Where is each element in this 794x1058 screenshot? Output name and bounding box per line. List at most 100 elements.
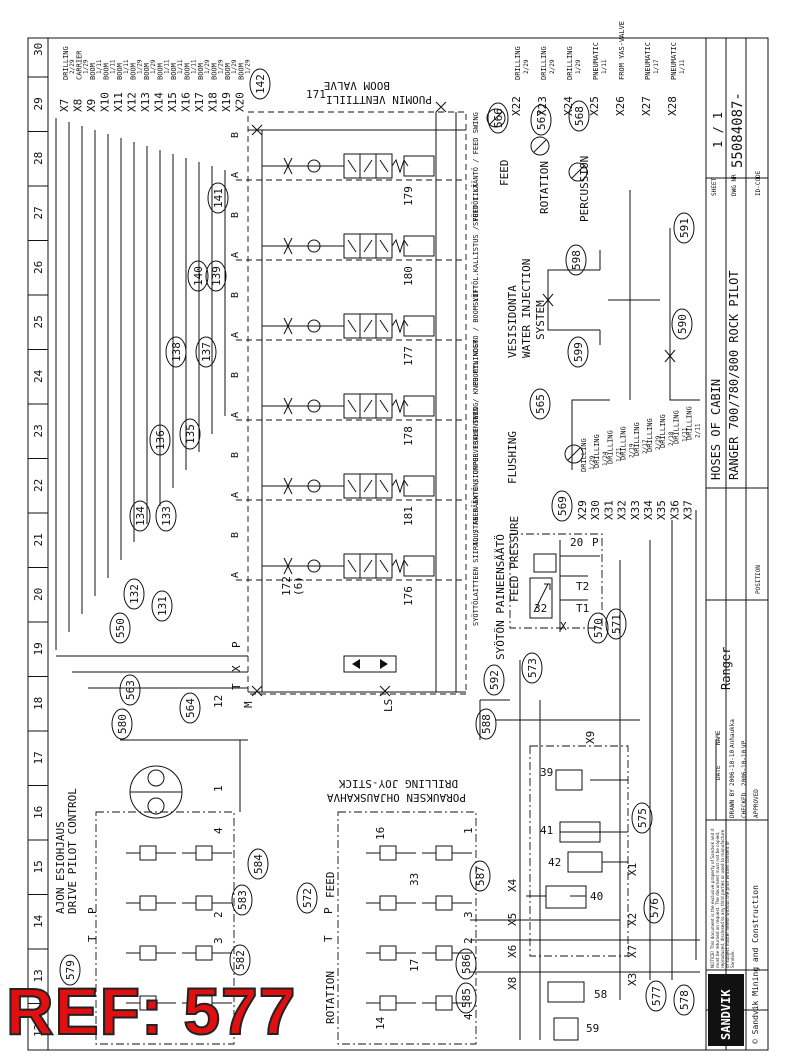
ref-bubble-576 (643, 892, 665, 924)
grid-col-21: 21 (32, 533, 45, 546)
port-p: P (230, 641, 243, 648)
connector-x24: X24 (562, 96, 575, 116)
connector-ref: 1/29 (137, 59, 144, 74)
feed-pressure-fi: SYÖTÖN PAINEENSÄÄTÖ (494, 534, 507, 660)
valve-spool (347, 314, 389, 338)
port-x5: X5 (506, 913, 519, 926)
reference-overlay: REF: 577 (5, 974, 297, 1048)
title-block: SANDVIK © Sandvik Mining and Constructio… (705, 37, 769, 1051)
drive-pilot-frame (95, 811, 235, 1045)
ref-bubble-141 (207, 182, 229, 214)
ref-6: (6) (292, 576, 305, 596)
ref-bubble-140 (187, 260, 209, 292)
porauksen-title: PORAUKSEN OHJAUSKAHVA (327, 791, 466, 804)
valve-spool (347, 394, 389, 418)
ref-39: 39 (540, 766, 553, 779)
spring-icon (391, 478, 409, 494)
connector-ref: 1/24 (602, 451, 609, 466)
valve-59 (553, 1017, 579, 1041)
spring-icon (391, 158, 409, 174)
pressure-gauge-icon (568, 162, 588, 182)
connector-type: DRILLING (672, 410, 680, 444)
connector-x32: X32 (616, 500, 629, 520)
connector-ref: 2/29 (523, 59, 530, 74)
port-t: T (322, 935, 335, 942)
pneumatic-lines (547, 190, 700, 401)
connector-x17: X17 (193, 92, 206, 112)
ref-bubble-590 (671, 308, 693, 340)
port-ls: LS (382, 699, 395, 712)
dwg-value: 55084087- (730, 92, 746, 168)
plug-marker (251, 685, 263, 697)
grid-col-13: 13 (32, 969, 45, 982)
ref-bubble-580 (111, 708, 133, 740)
connector-x14: X14 (153, 92, 166, 112)
pilot-valve (379, 845, 397, 861)
port-a: A (230, 412, 241, 418)
ref-585: 585 (460, 988, 473, 1008)
port-x4: X4 (506, 878, 519, 892)
spring-icon (391, 238, 409, 254)
grid-col-26: 26 (32, 261, 45, 274)
ref-580: 580 (116, 714, 129, 734)
ref-568: 568 (573, 106, 586, 126)
section-label-1: SYÖTTÖLAITTEEN SIIRTO / FEED EXTENSION (471, 466, 480, 626)
pilot-valve (379, 895, 397, 911)
drive-pilot-block: AJON ESIOHJAUS DRIVE PILOT CONTROL (54, 765, 235, 1045)
ref-bubble-566 (487, 102, 509, 134)
grid-col-15: 15 (32, 860, 45, 873)
port-x9: X9 (584, 731, 597, 744)
connector-x33: X33 (629, 500, 642, 520)
ref-bubble-585 (455, 982, 477, 1014)
rotation-side-label: ROTATION (324, 971, 337, 1024)
connector-x28: X28 (666, 96, 679, 116)
approved-label: APPROVED (753, 789, 760, 818)
ref-bubble-565 (529, 388, 551, 420)
port-b: B (230, 452, 241, 458)
port-17: 17 (408, 959, 421, 972)
port-x2: X2 (626, 913, 639, 926)
drawn-date: 2006-10-10 (729, 749, 736, 786)
port-b: B (230, 372, 241, 378)
ref-58: 58 (594, 988, 607, 1001)
sandvik-logo-box (708, 974, 744, 1046)
ref-bubble-133 (155, 500, 177, 532)
connector-x19: X19 (220, 92, 233, 112)
ref-550: 550 (114, 618, 127, 638)
valve-feed-line (262, 317, 344, 335)
company-name: © Sandvik Mining and Construction (751, 885, 760, 1044)
checked-date: 2006-10-10 (741, 749, 748, 786)
aux-valve-frame (529, 745, 629, 957)
port-1: 1 (212, 785, 225, 792)
aux-valve-block: 39 41 42 40 (526, 745, 629, 957)
date-label: DATE (715, 765, 722, 780)
feed-pressure-frame (509, 533, 603, 629)
port-1: 1 (462, 827, 475, 834)
pilot-valve (195, 895, 213, 911)
drilling-joystick-frame (337, 811, 477, 1045)
ref-592: 592 (488, 670, 501, 690)
valve-spool (347, 474, 389, 498)
joystick-port-3 (147, 797, 165, 815)
ref-bubble-137 (195, 336, 217, 368)
connector-type: DRILLING (686, 406, 694, 440)
feed-side-label: FEED (324, 872, 337, 899)
title-block-frame (705, 37, 769, 1051)
ref-bubble-135 (179, 418, 201, 450)
connector-type: DRILLING (540, 46, 548, 80)
ref-bubble-573 (521, 652, 543, 684)
ref-bubble-564 (179, 692, 201, 724)
section-label-6: SYÖTTÖL.KÄÄNTÖ / FEED SWING (471, 112, 480, 226)
section-label-5: SYÖTTÖL.KALLISTUS / FEED TILT (471, 183, 480, 306)
connector-ref: 2/29 (69, 59, 76, 74)
grid-col-20: 20 (32, 588, 45, 601)
gauge-needle (533, 139, 547, 153)
drilling-joystick-block: DRILLING JOY-STICK PORAUKSEN OHJAUSKAHVA… (324, 777, 477, 1045)
port-x8: X8 (506, 977, 519, 990)
drive-pilot-fi: AJON ESIOHJAUS (54, 821, 67, 914)
connector-x15: X15 (166, 92, 179, 112)
drive-pilot-en: DRIVE PILOT CONTROL (66, 788, 79, 914)
connector-x11: X11 (112, 92, 125, 112)
